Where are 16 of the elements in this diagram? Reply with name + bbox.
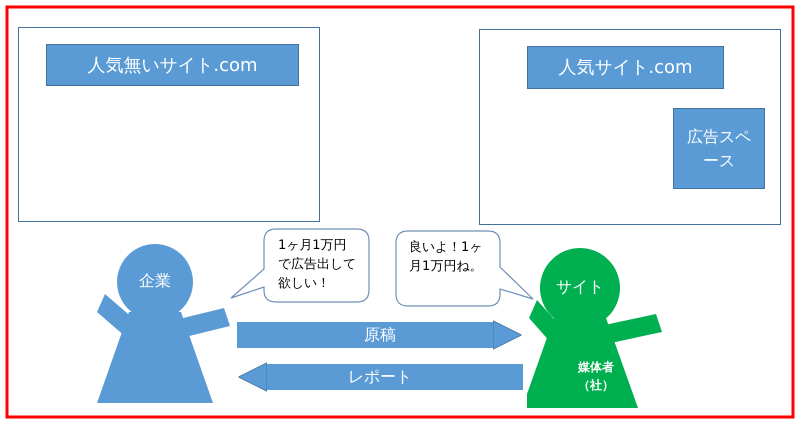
block-arrow	[238, 362, 523, 392]
ad-space-box: 広告スペース	[673, 108, 765, 189]
speech-bubble	[229, 228, 370, 303]
edge-label: 原稿	[363, 324, 397, 346]
website-frame	[479, 29, 781, 225]
person-name: サイト	[555, 277, 605, 298]
site-name-banner: 人気無いサイト.com	[46, 44, 299, 86]
site-name-banner: 人気サイト.com	[527, 46, 724, 89]
person-role: 媒体者（社）	[576, 359, 615, 394]
person-name: 企業	[138, 271, 172, 292]
speech-bubble	[395, 230, 535, 307]
edge-label: レポート	[347, 366, 413, 388]
block-arrow	[237, 320, 522, 350]
speech-text: 1ヶ月1万円で広告出して欲しい！	[278, 237, 357, 293]
website-frame	[18, 27, 320, 222]
speech-text: 良いよ！1ヶ月1万円ね。	[409, 239, 484, 276]
